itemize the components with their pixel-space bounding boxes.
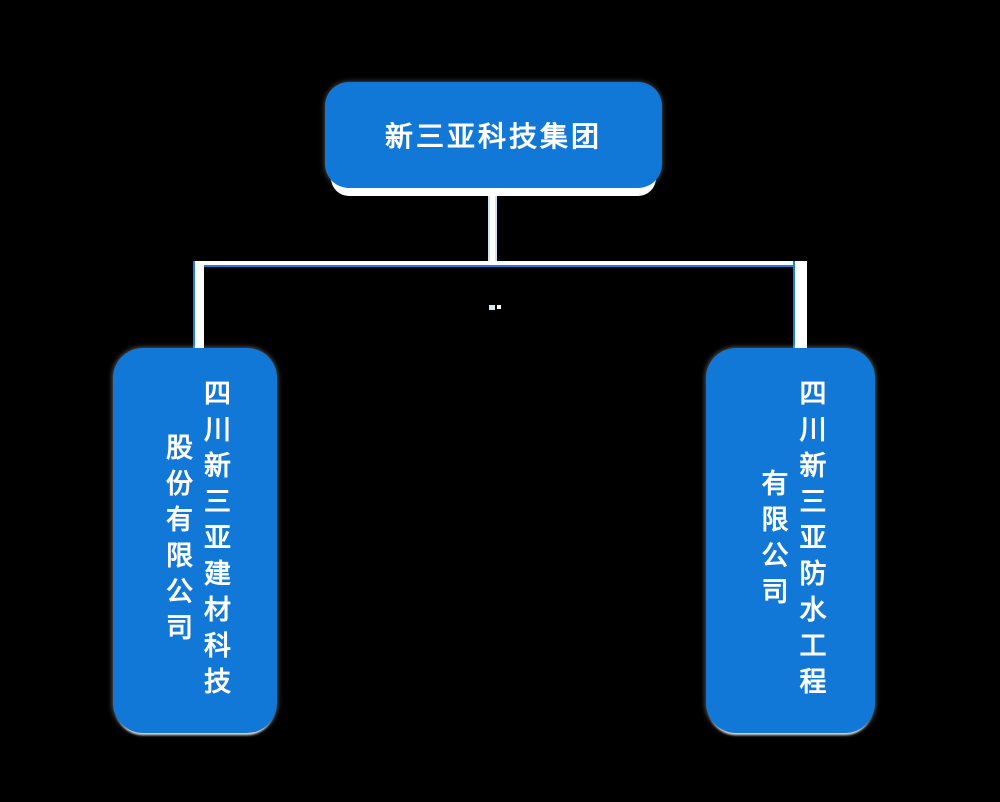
child-node-waterproofing: 四川新三亚防水工程 有限公司	[706, 348, 875, 733]
child-node-building-materials-label: 四川新三亚建材科技 股份有限公司	[157, 348, 233, 733]
vertical-label-line: 四川新三亚建材科技	[199, 378, 230, 703]
child-node-building-materials: 四川新三亚建材科技 股份有限公司	[113, 348, 277, 733]
connector-stem	[488, 196, 497, 261]
vertical-label-line: 四川新三亚防水工程	[794, 378, 826, 703]
connector-drop-left	[193, 261, 204, 348]
connector-drop-right	[793, 261, 807, 348]
root-node: 新三亚科技集团	[325, 82, 662, 188]
root-node-label: 新三亚科技集团	[384, 120, 602, 153]
vertical-label-line: 股份有限公司	[161, 432, 192, 649]
connector-junction-dot-2	[497, 305, 501, 309]
connector-horizontal-bar	[195, 261, 793, 267]
connector-junction-dot-1	[489, 305, 495, 310]
child-node-waterproofing-label: 四川新三亚防水工程 有限公司	[753, 348, 829, 733]
vertical-label-line: 有限公司	[756, 468, 788, 613]
